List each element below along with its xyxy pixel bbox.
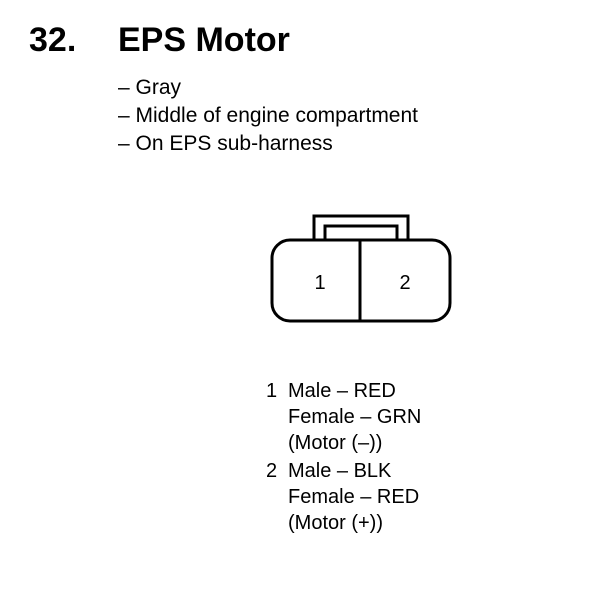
connector-latch-outer — [312, 214, 410, 240]
section-number: 32. — [29, 21, 77, 59]
pin-2-entry: 2 Male – BLK Female – RED (Motor (+)) — [266, 458, 421, 536]
connector-pin-1-label: 1 — [314, 272, 325, 294]
detail-color: – Gray — [118, 76, 182, 99]
connector-latch-inner — [323, 224, 399, 240]
connector-pin-2-label: 2 — [399, 272, 410, 294]
detail-location: – Middle of engine compartment — [118, 104, 418, 127]
pin-2-number: 2 — [266, 460, 278, 482]
pin-1-male-color: Male – RED — [288, 380, 396, 402]
pin-assignments: 1 Male – RED Female – GRN (Motor (–)) 2 … — [266, 378, 421, 536]
detail-harness: – On EPS sub-harness — [118, 132, 333, 155]
pin-1-function: (Motor (–)) — [288, 432, 383, 454]
connector-diagram: 1 2 — [268, 212, 454, 328]
pin-1-entry: 1 Male – RED Female – GRN (Motor (–)) — [266, 378, 421, 456]
pin-1-number: 1 — [266, 380, 278, 402]
section-title: EPS Motor — [118, 21, 290, 59]
pin-2-function: (Motor (+)) — [288, 512, 383, 534]
pin-1-female-color: Female – GRN — [288, 406, 422, 428]
connector-details: – Gray – Middle of engine compartment – … — [118, 74, 418, 158]
pin-2-female-color: Female – RED — [288, 486, 420, 508]
pin-2-male-color: Male – BLK — [288, 460, 392, 482]
